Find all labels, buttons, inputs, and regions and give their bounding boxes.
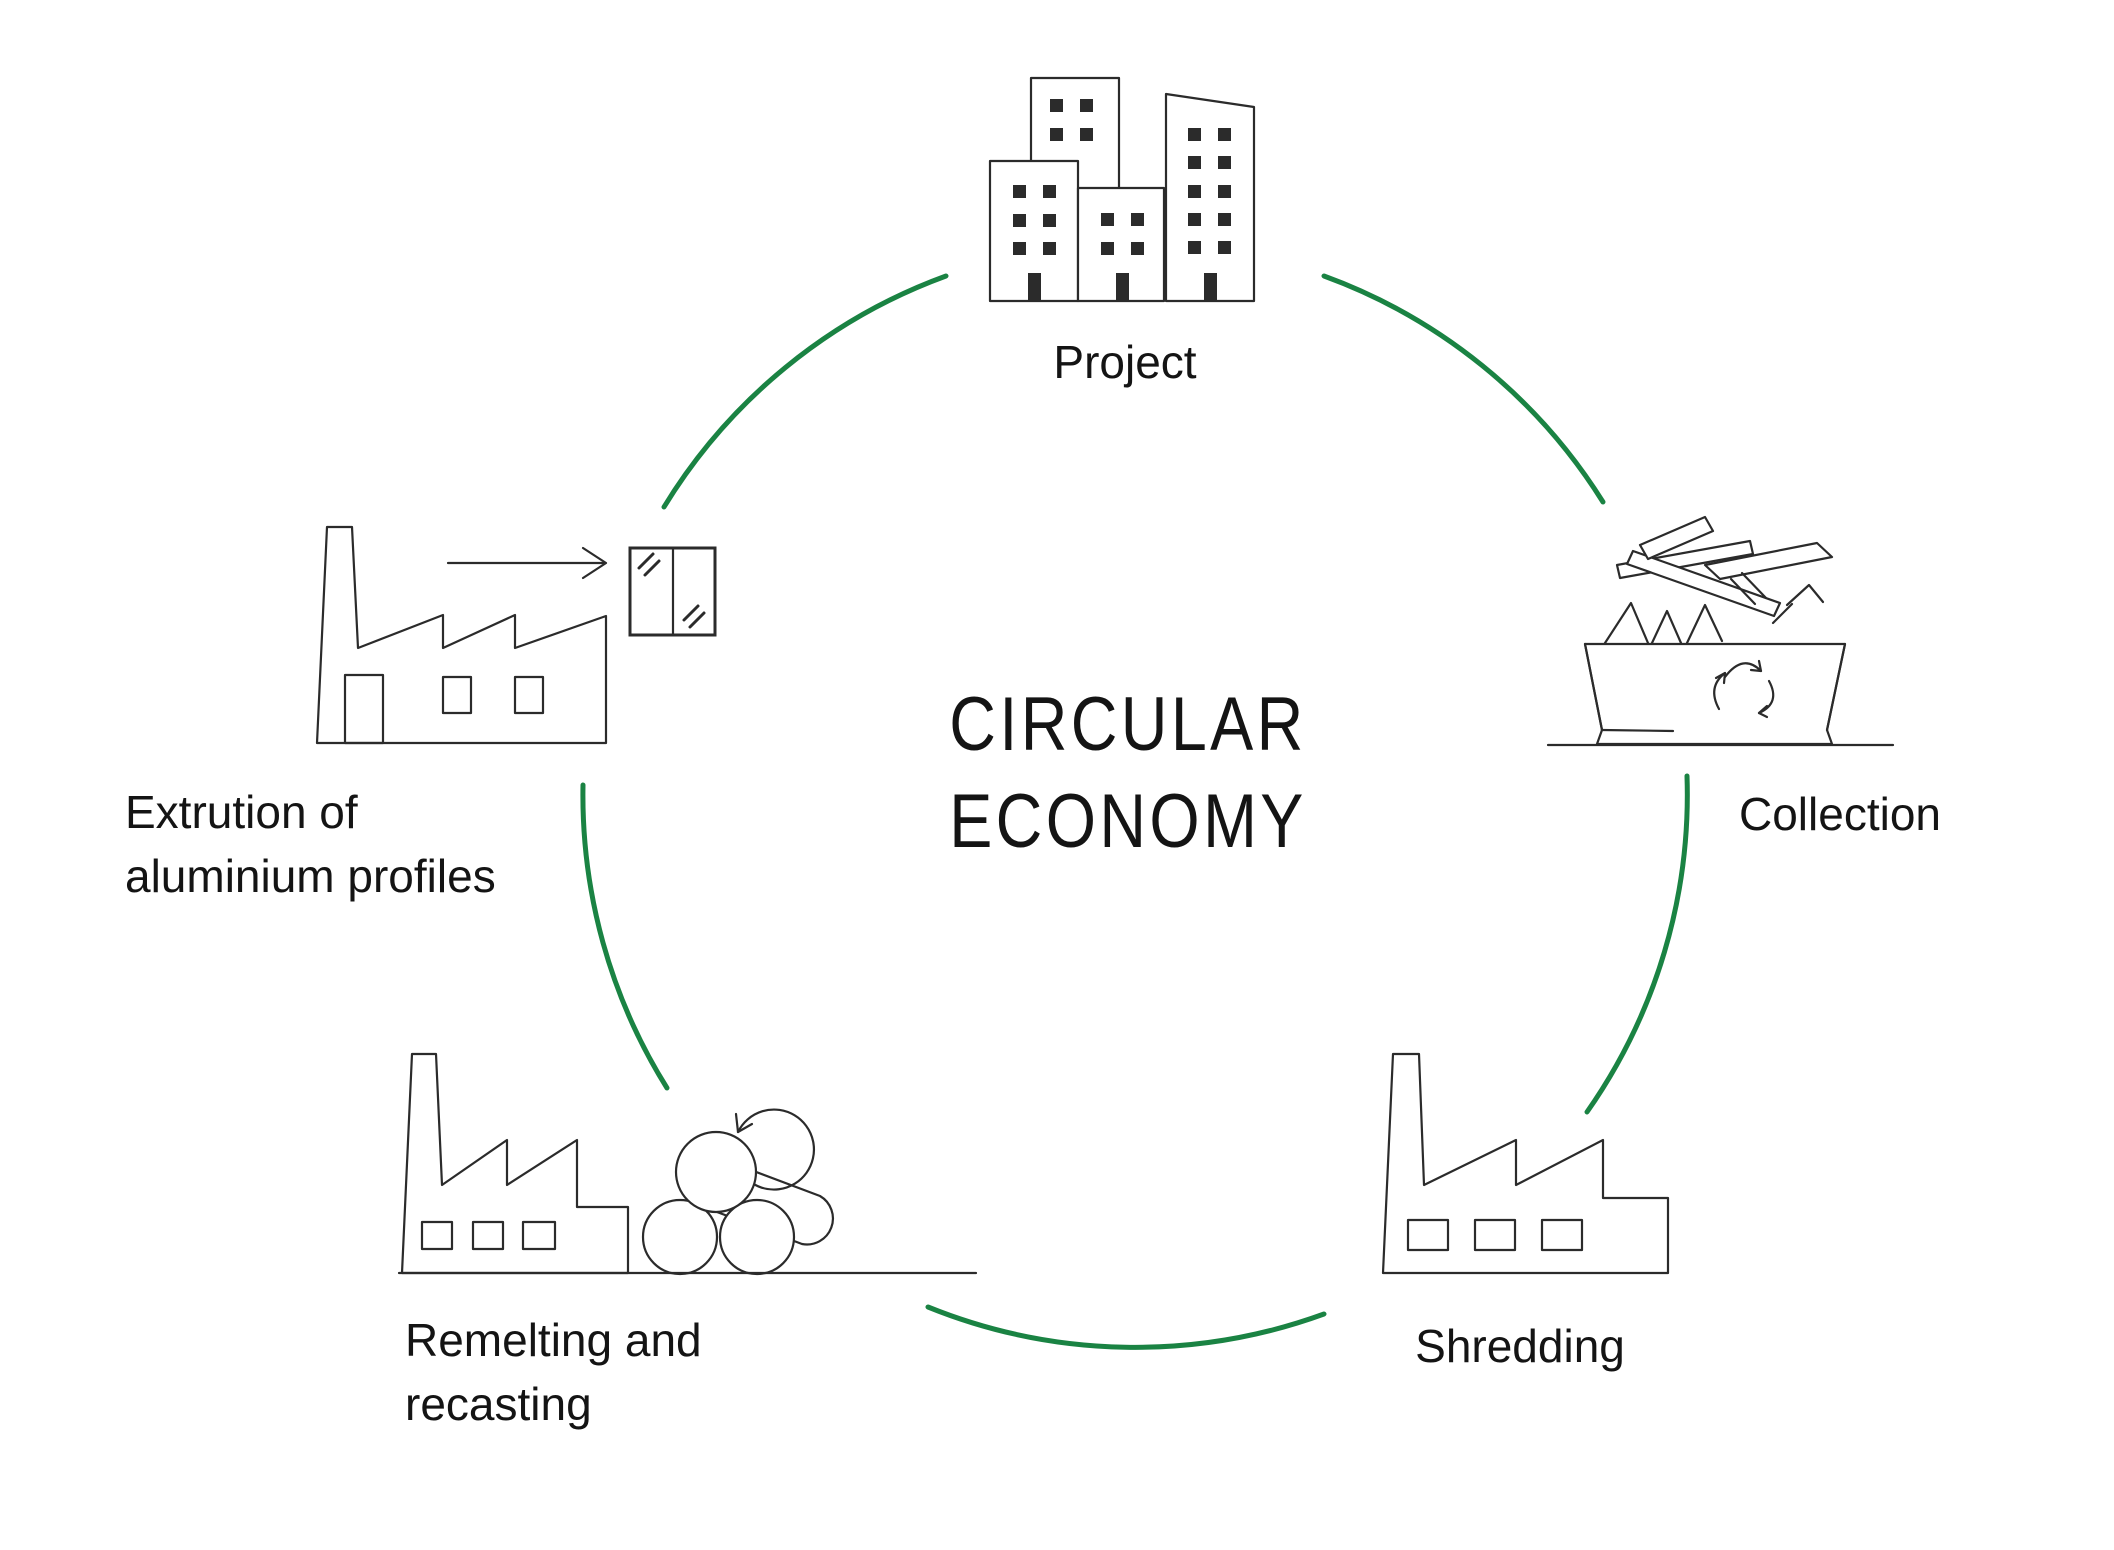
arc-collection-to-shredding <box>1584 773 1690 1115</box>
node-label-extrusion: Extrution of aluminium profiles <box>125 780 496 908</box>
window-product-icon <box>628 546 717 637</box>
factory-window <box>1540 1218 1584 1252</box>
circular-arrow-icon <box>736 1108 815 1191</box>
node-label-project: Project <box>1053 336 1197 388</box>
building-middle <box>1076 186 1166 303</box>
factory-window <box>1473 1218 1517 1252</box>
arrow-right-icon <box>446 546 608 580</box>
factory-door <box>343 673 385 745</box>
city-buildings-icon <box>988 76 1256 303</box>
building-right <box>1164 92 1256 303</box>
factory-window <box>441 675 473 715</box>
factory-with-arrow-to-window-icon <box>315 525 717 745</box>
arc-extrusion-to-project <box>661 273 949 510</box>
factory-window <box>1406 1218 1450 1252</box>
factory-icon <box>1381 1052 1670 1275</box>
node-label-extrusion-line-1: Extrution of <box>125 786 358 838</box>
factory-window <box>420 1220 454 1251</box>
node-label-remelting: Remelting and recasting <box>405 1308 702 1436</box>
factory-window <box>471 1220 505 1251</box>
factory-window <box>521 1220 557 1251</box>
billets-icon <box>641 1108 834 1276</box>
node-label-extrusion-line-2: aluminium profiles <box>125 850 496 902</box>
arc-shredding-to-remelting <box>925 1304 1327 1350</box>
node-label-shredding: Shredding <box>1415 1320 1625 1372</box>
factory-outline <box>1381 1052 1670 1275</box>
title-line-2: ECONOMY <box>949 779 1307 864</box>
arc-project-to-collection <box>1321 273 1606 505</box>
scrap-pile-icon <box>1603 515 1834 645</box>
factory-window <box>513 675 545 715</box>
arc-remelting-to-extrusion <box>580 782 670 1091</box>
factory-outline <box>400 1052 630 1275</box>
node-label-remelting-line-1: Remelting and <box>405 1314 702 1366</box>
title-line-1: CIRCULAR <box>949 682 1307 767</box>
recycling-arrows-icon <box>1713 659 1775 719</box>
node-label-remelting-line-2: recasting <box>405 1378 592 1430</box>
node-label-collection: Collection <box>1739 788 1941 840</box>
scrap-skip-with-recycling-icon <box>1546 515 1895 747</box>
building-left <box>988 159 1080 303</box>
factory-outline <box>315 525 608 745</box>
factory-with-billets-and-cycle-arrow-icon <box>397 1052 978 1276</box>
diagram-title: CIRCULAR ECONOMY <box>831 676 1426 870</box>
